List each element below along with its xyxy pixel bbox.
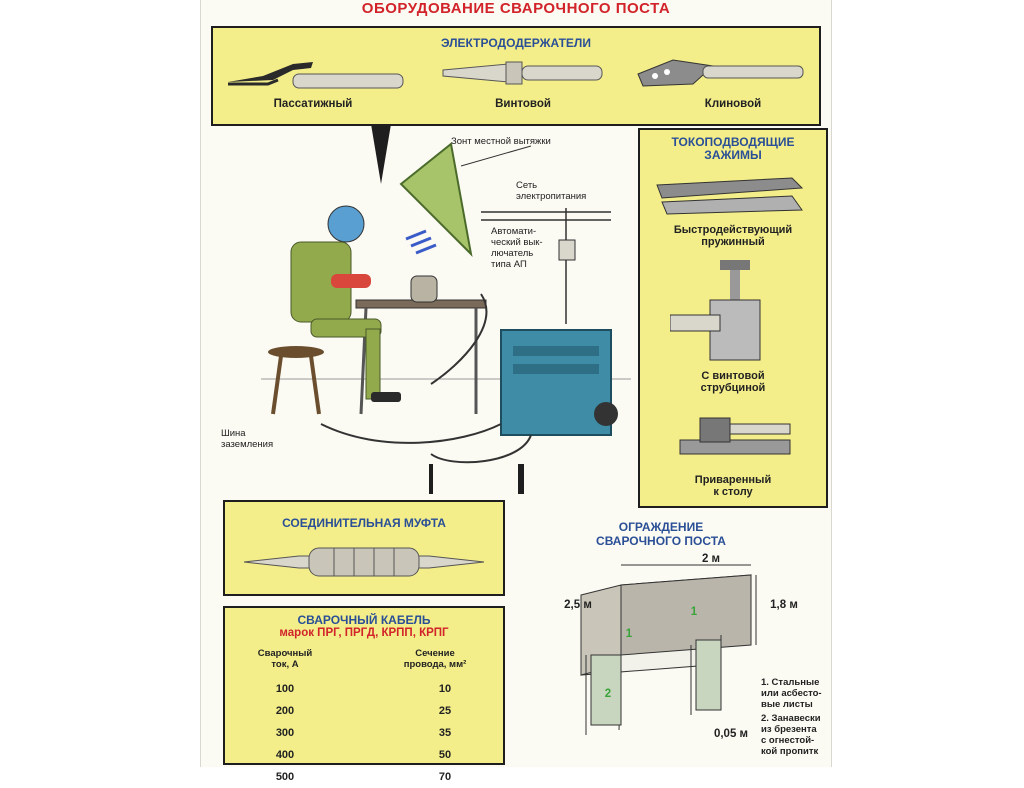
table-row: 200 25 (245, 700, 485, 722)
cell-current: 500 (275, 771, 295, 783)
clamp-label-1: Быстродействующий пружинный (673, 224, 793, 248)
cell-current: 300 (275, 727, 295, 739)
clamps-panel: ТОКОПОДВОДЯЩИЕ ЗАЖИМЫ Быстродействующий … (638, 128, 828, 508)
label-power-network: Сеть электропитания (516, 180, 587, 202)
cable-panel: СВАРОЧНЫЙ КАБЕЛЬ марок ПРГ, ПРГД, КРПП, … (223, 606, 505, 783)
table-row: 300 35 (245, 722, 485, 744)
cell-section: 50 (438, 749, 452, 761)
cable-heading: СВАРОЧНЫЙ КАБЕЛЬ (297, 613, 431, 627)
clamp-welded-illustration (679, 417, 791, 455)
cell-section: 70 (438, 771, 452, 783)
fence-heading: ОГРАЖДЕНИЕ СВАРОЧНОГО ПОСТА (596, 520, 726, 548)
coupling-illustration (243, 547, 485, 577)
table-row: 100 10 (245, 678, 485, 700)
fence-dim-height: 1,8 м (770, 599, 798, 611)
cable-table: 100 10 200 25 300 35 400 50 500 70 (245, 678, 485, 788)
fence-note-2: 2. Занавески из брезента с огнестой- кой… (761, 713, 821, 757)
coupling-heading: СОЕДИНИТЕЛЬНАЯ МУФТА (282, 516, 446, 530)
fence-dim-depth: 2,5 м (564, 599, 592, 611)
fence-marker-2: 1 (690, 606, 698, 618)
welding-scene-illustration (261, 124, 631, 494)
clamp-screw-illustration (670, 260, 761, 361)
coupling-panel: СОЕДИНИТЕЛЬНАЯ МУФТА (223, 500, 505, 596)
holders-panel: ЭЛЕКТРОДОДЕРЖАТЕЛИ Пассатижный Винтовой … (211, 26, 821, 126)
clamp-label-3: Приваренный к столу (694, 474, 772, 498)
fence-illustration (580, 564, 757, 735)
holder-wedge-illustration (637, 59, 804, 87)
clamp-spring-illustration (656, 177, 804, 215)
cell-current: 400 (275, 749, 295, 761)
cell-section: 25 (438, 705, 452, 717)
clamp-label-2: С винтовой струбциной (700, 370, 766, 394)
poster-title: ОБОРУДОВАНИЕ СВАРОЧНОГО ПОСТА (361, 0, 671, 17)
holder-label-3: Клиновой (704, 98, 762, 110)
poster: ОБОРУДОВАНИЕ СВАРОЧНОГО ПОСТА ЭЛЕКТРОДОД… (200, 0, 832, 783)
cable-brands: марок ПРГ, ПРГД, КРПП, КРПГ (279, 627, 449, 639)
fence-dim-width: 2 м (701, 553, 721, 565)
holder-screw-illustration (442, 61, 603, 85)
cell-current: 200 (275, 705, 295, 717)
label-ground-bus: Шина заземления (221, 428, 274, 450)
table-row: 500 70 (245, 766, 485, 788)
cable-col-current: Сварочный ток, А (257, 648, 313, 670)
fence-marker-1: 1 (625, 628, 633, 640)
cell-current: 100 (275, 683, 295, 695)
fence-note-1: 1. Стальные или асбесто- вые листы (761, 677, 822, 710)
holder-pliers-illustration (228, 62, 404, 89)
fence-marker-3: 2 (604, 688, 612, 700)
cell-section: 10 (438, 683, 452, 695)
holder-label-2: Винтовой (495, 98, 551, 110)
label-breaker: Автомати- ческий вык- лючатель типа АП (491, 226, 543, 270)
holder-label-1: Пассатижный (273, 98, 353, 110)
label-hood: Зонт местной вытяжки (451, 136, 551, 147)
holders-heading: ЭЛЕКТРОДОДЕРЖАТЕЛИ (441, 36, 591, 50)
cell-section: 35 (438, 727, 452, 739)
cable-col-section: Сечение провода, мм² (403, 648, 467, 670)
clamps-heading: ТОКОПОДВОДЯЩИЕ ЗАЖИМЫ (671, 135, 795, 162)
fence-dim-gap: 0,05 м (713, 728, 749, 740)
table-row: 400 50 (245, 744, 485, 766)
